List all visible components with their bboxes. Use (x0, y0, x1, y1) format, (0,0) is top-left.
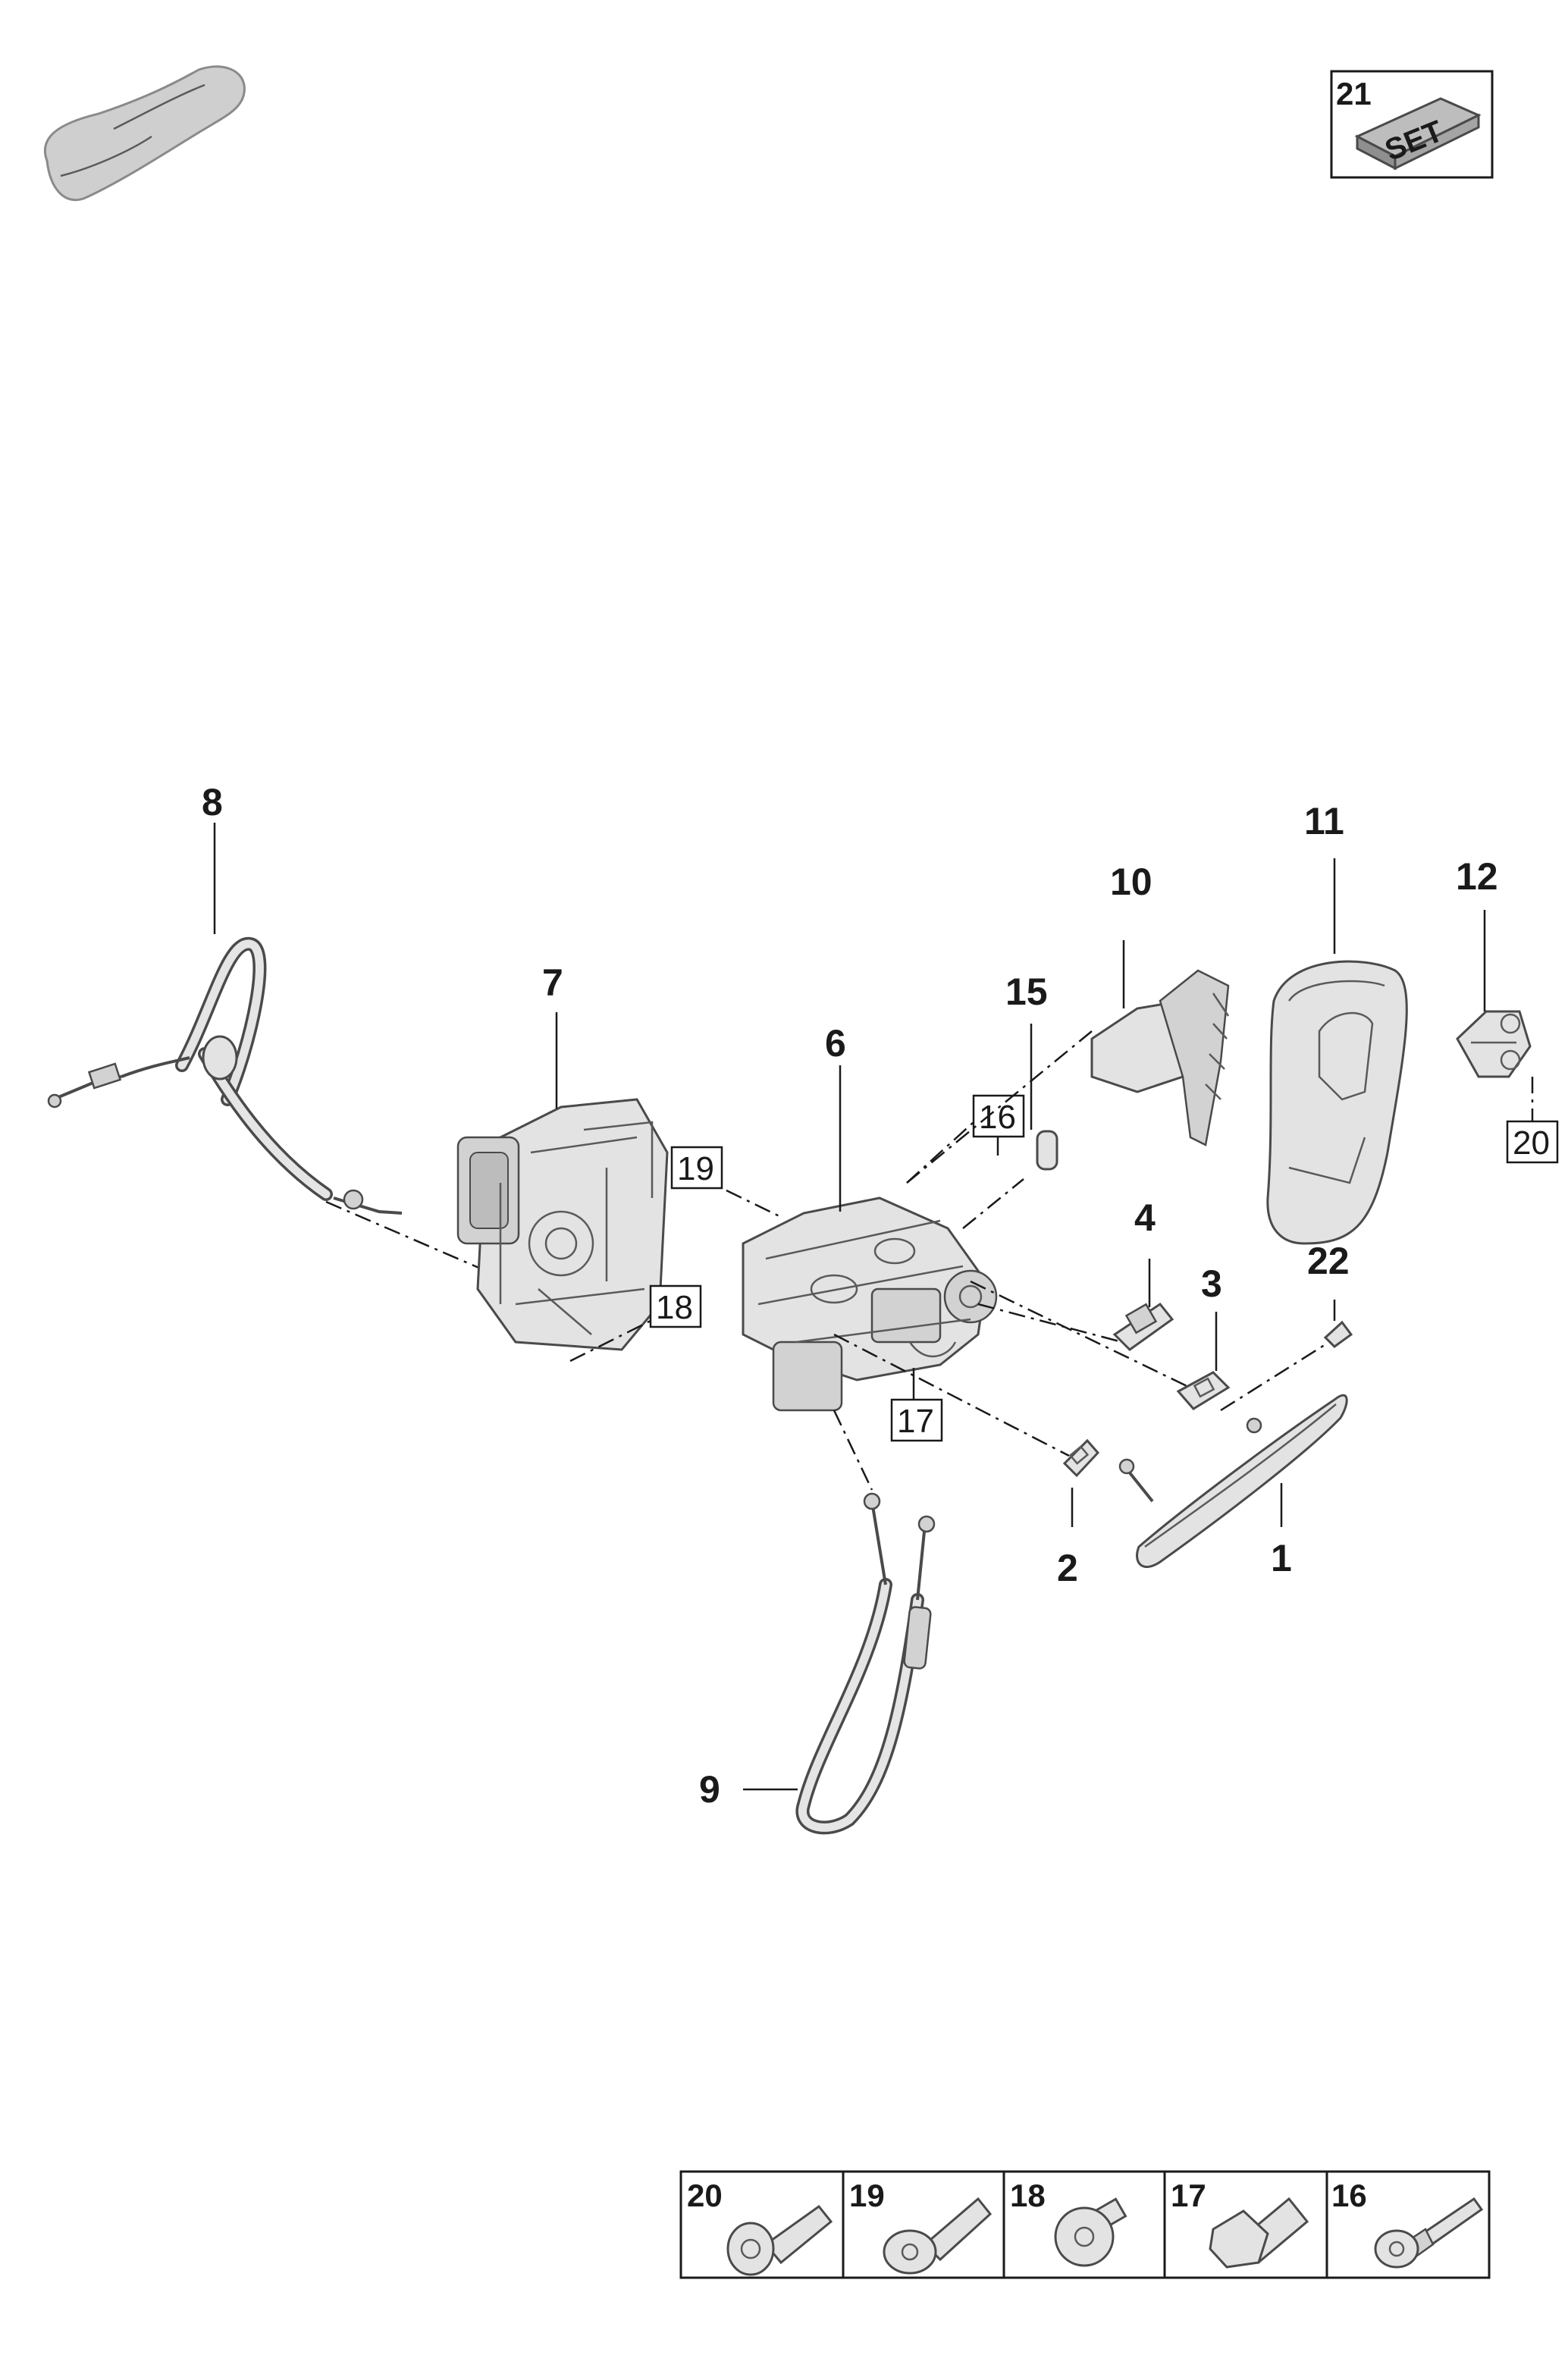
table-cell-number: 19 (849, 2178, 885, 2213)
callout-1: 1 (1271, 1537, 1292, 1579)
shoulder-bolt-icon (1374, 2197, 1484, 2269)
part-3-seal (1176, 1371, 1231, 1410)
torx-bolt-icon (726, 2204, 833, 2276)
part-15-pin (1036, 1130, 1058, 1171)
callout-7: 7 (542, 961, 563, 1004)
callout-10: 10 (1110, 861, 1152, 903)
callout-2: 2 (1057, 1547, 1078, 1589)
table-cell-number: 17 (1171, 2178, 1206, 2213)
part-6-door-lock (742, 1196, 998, 1412)
hex-bolt-icon (1209, 2197, 1309, 2269)
part-11-cover (1266, 960, 1408, 1245)
table-cell-number: 18 (1010, 2178, 1046, 2213)
svg-text:16: 16 (979, 1099, 1016, 1136)
part-2-seal (1062, 1438, 1100, 1478)
ref-box-16: 16 (972, 1094, 1025, 1138)
svg-text:17: 17 (897, 1403, 934, 1440)
ref-box-18: 18 (649, 1284, 702, 1328)
table-cell-number: 20 (687, 2178, 723, 2213)
part-8-cable (47, 936, 403, 1215)
ref-box-19: 19 (670, 1146, 723, 1190)
svg-text:20: 20 (1513, 1124, 1550, 1162)
table-cell-number: 16 (1331, 2178, 1367, 2213)
part-4-clip (1112, 1302, 1174, 1351)
callout-12: 12 (1456, 855, 1498, 898)
svg-text:19: 19 (677, 1150, 714, 1187)
fastener-table: 20 19 18 17 16 (679, 2170, 1491, 2279)
vehicle-thumbnail-icon (43, 65, 246, 202)
callout-6: 6 (825, 1022, 846, 1065)
svg-text:18: 18 (656, 1289, 693, 1326)
set-number-label: 21 (1336, 76, 1372, 111)
callout-22: 22 (1307, 1240, 1350, 1282)
part-7-lock-actuator (456, 1098, 669, 1351)
callout-4: 4 (1134, 1196, 1156, 1239)
callout-15: 15 (1005, 971, 1048, 1013)
part-1-door-handle (1118, 1394, 1348, 1568)
part-12-striker (1456, 1010, 1532, 1078)
callout-9: 9 (699, 1768, 720, 1811)
part-9-cable (795, 1492, 936, 1835)
part-22-clip (1323, 1320, 1353, 1348)
ref-box-20: 20 (1506, 1120, 1559, 1164)
callout-3: 3 (1201, 1262, 1222, 1305)
button-head-screw-icon (1054, 2197, 1127, 2267)
flange-bolt-icon (883, 2197, 993, 2275)
set-kit-box: 21 SET (1330, 70, 1494, 179)
part-10-bracket (1090, 969, 1230, 1146)
callout-8: 8 (202, 781, 223, 823)
callout-11: 11 (1304, 800, 1344, 842)
ref-box-17: 17 (890, 1398, 943, 1442)
